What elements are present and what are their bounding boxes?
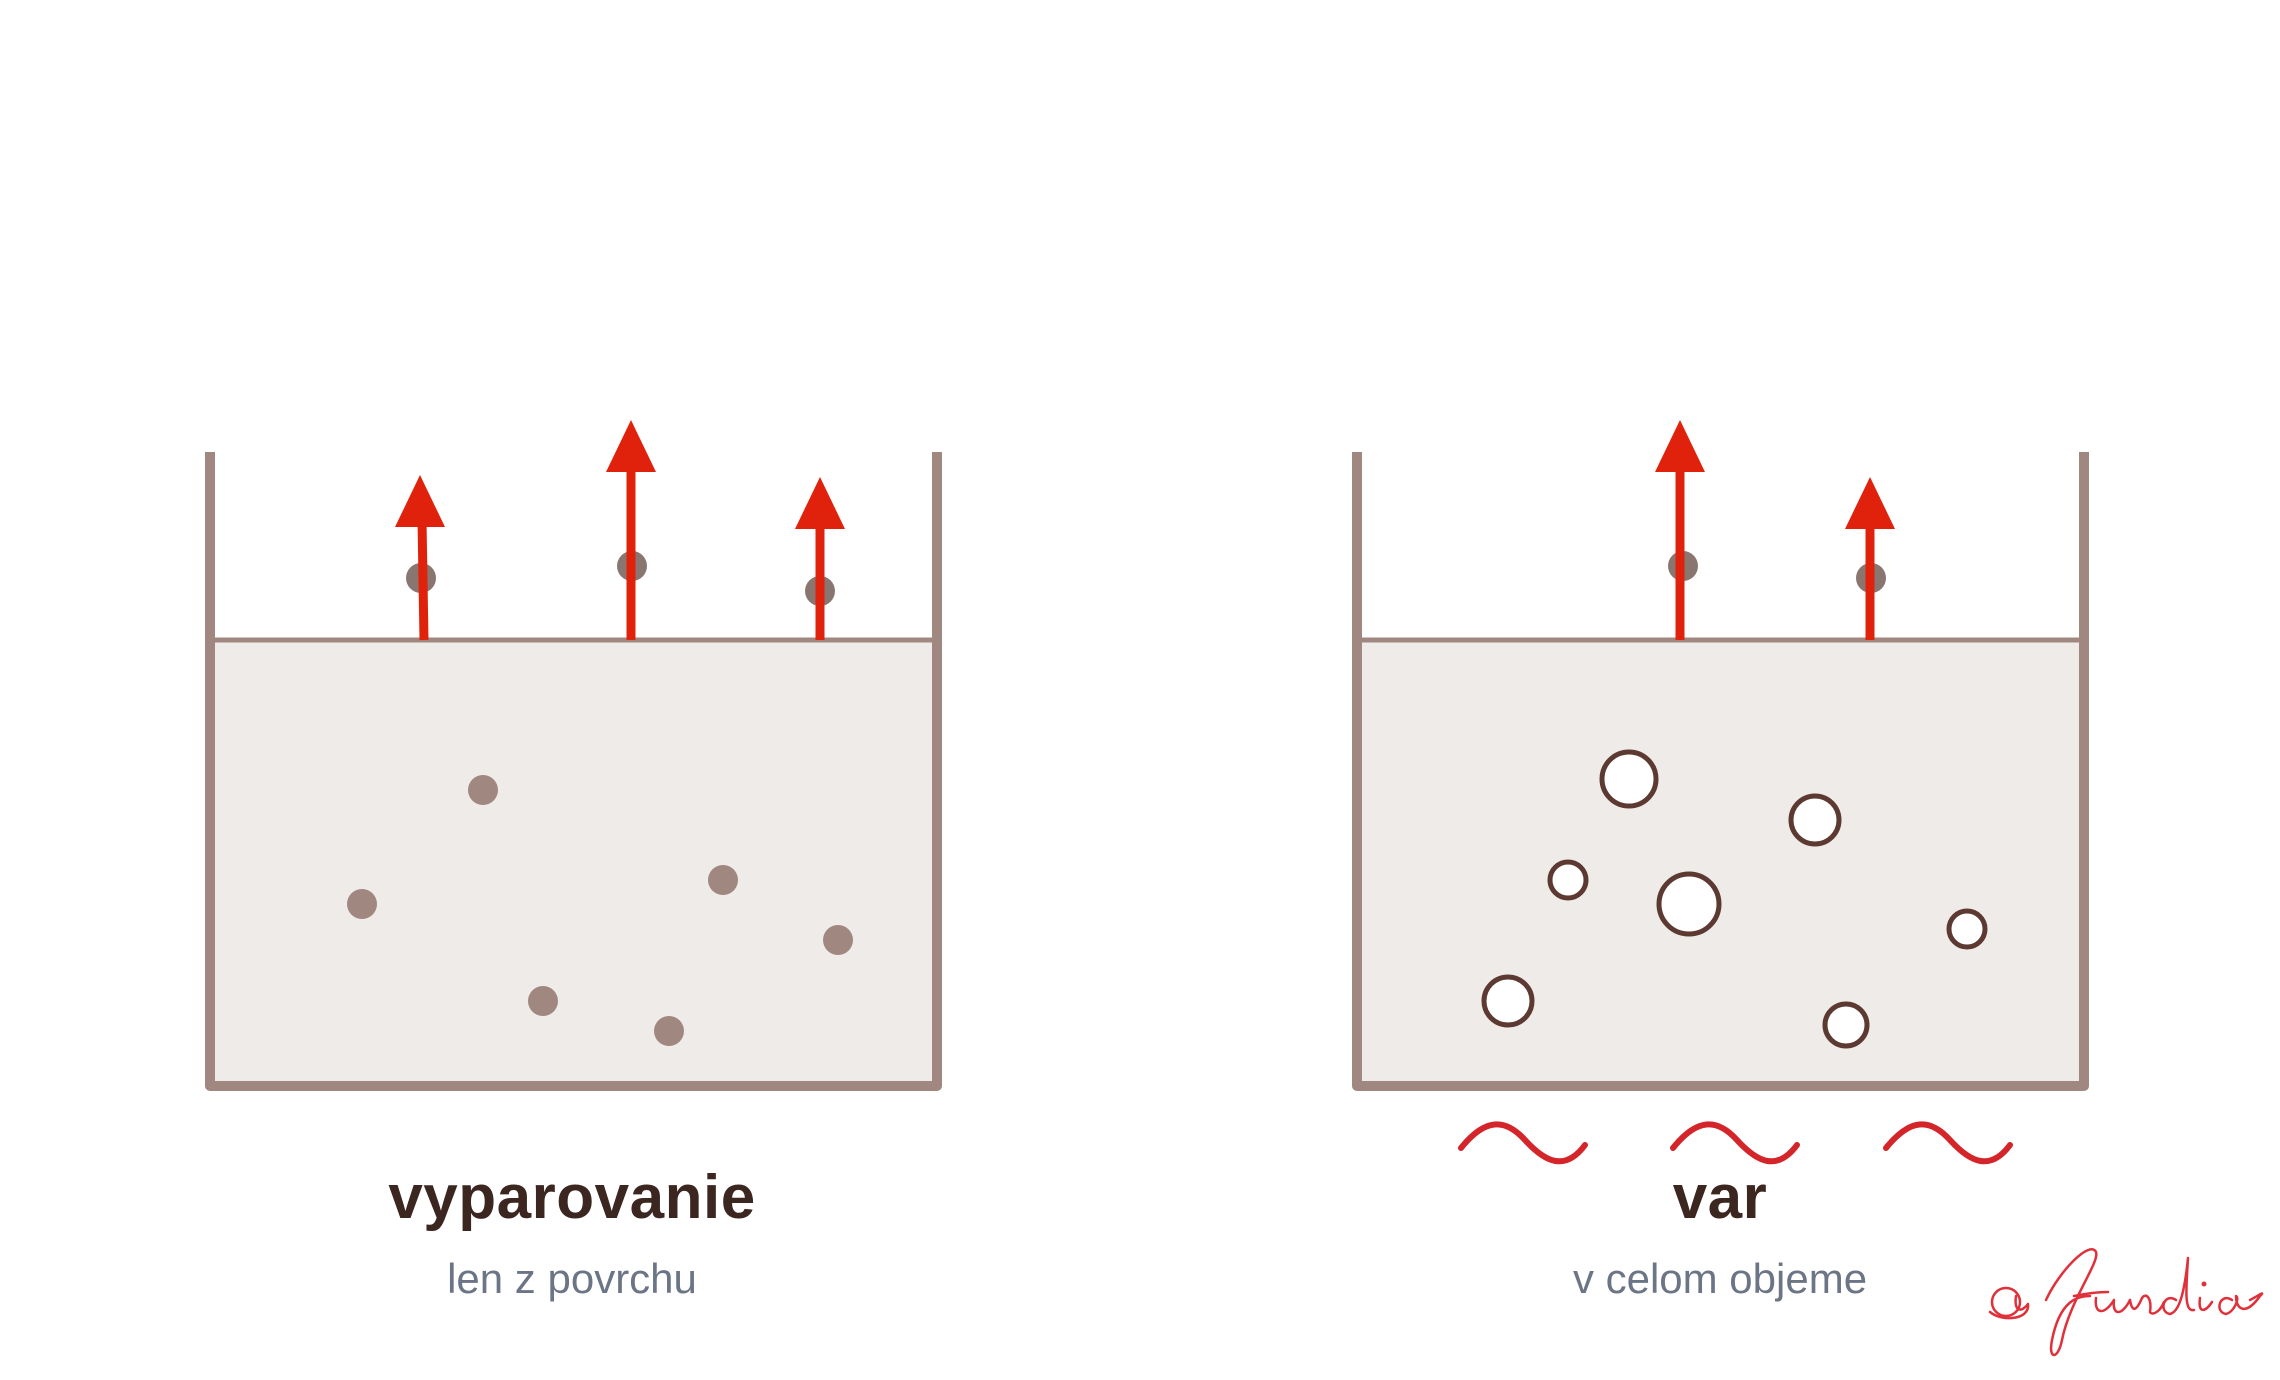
heat-wave-icon <box>1458 1121 1588 1165</box>
vapor-bubble <box>1481 974 1535 1028</box>
vapor-bubble <box>1599 749 1659 809</box>
vapor-bubble <box>1547 859 1589 901</box>
boiling-escape-arrows <box>1655 420 1895 640</box>
boiling-container <box>1352 452 2089 1091</box>
evaporation-subtitle: len z povrchu <box>447 1255 697 1302</box>
heat-waves <box>1458 1121 2013 1165</box>
evaporation-container <box>205 452 942 1091</box>
vapor-bubble <box>1822 1001 1870 1049</box>
heat-wave-icon <box>1883 1121 2013 1165</box>
evaporation-escaping-particles <box>406 551 835 606</box>
escape-arrow <box>795 477 845 640</box>
evaporation-panel <box>205 420 942 1091</box>
vapor-bubble <box>1656 871 1722 937</box>
evaporation-liquid <box>212 640 935 1085</box>
evaporation-liquid-particles <box>347 775 853 1046</box>
boiling-liquid <box>1359 640 2082 1085</box>
vapor-bubble <box>1946 908 1988 950</box>
heat-wave-icon <box>1670 1121 1800 1165</box>
escape-arrow <box>606 420 656 640</box>
liquid-particle <box>347 889 377 919</box>
escape-arrow <box>395 475 445 641</box>
liquid-particle <box>468 775 498 805</box>
liquid-particle <box>823 925 853 955</box>
liquid-particle <box>654 1016 684 1046</box>
liquid-particle <box>708 865 738 895</box>
escape-arrow <box>1655 420 1705 640</box>
evaporation-escape-arrows <box>395 420 845 641</box>
boiling-title: var <box>1672 1163 1768 1232</box>
boiling-subtitle: v celom objeme <box>1572 1255 1868 1302</box>
boiling-bubbles <box>1481 749 1988 1049</box>
liquid-particle <box>528 986 558 1016</box>
boiling-escaping-particles <box>1668 551 1886 593</box>
escape-arrow <box>1845 477 1895 640</box>
fundia-logo <box>1988 1248 2264 1357</box>
evaporation-title: vyparovanie <box>388 1163 756 1232</box>
vapor-bubble <box>1788 793 1842 847</box>
boiling-panel <box>1352 420 2089 1165</box>
